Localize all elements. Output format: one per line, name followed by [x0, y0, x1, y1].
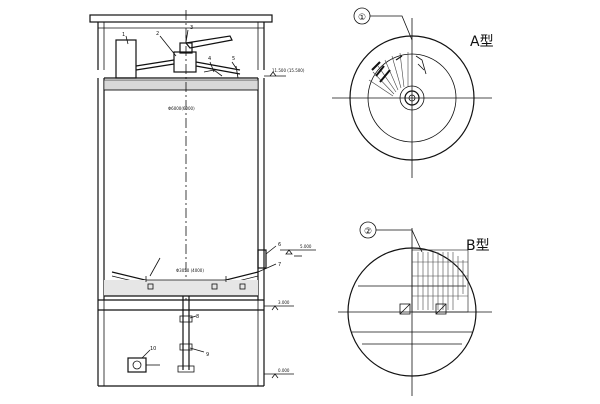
- leader-lines: [125, 29, 277, 359]
- svg-text:0.000: 0.000: [278, 368, 290, 373]
- detail-a-vanes: [368, 52, 427, 97]
- detail-a-marker: ①: [358, 13, 366, 23]
- svg-text:3.000: 3.000: [278, 300, 290, 305]
- tank-elevation: 11.500 (15.500) 5.000 3.000 0.000 Φ6000(…: [89, 10, 316, 387]
- elevation-top: 11.500 (15.500): [264, 68, 305, 77]
- part-number: 1: [122, 32, 125, 38]
- detail-b-box-left: [399, 303, 411, 315]
- cone-bottom: [104, 271, 259, 297]
- elevation-water: 5.000: [280, 244, 316, 257]
- part-number: 5: [232, 56, 235, 62]
- drive-mechanism: [104, 35, 258, 79]
- detail-a-label: A型: [470, 34, 494, 50]
- top-beam: [89, 14, 273, 23]
- diameter-cone-label: Φ3050 (4000): [176, 268, 204, 273]
- part-number: 3: [190, 25, 193, 31]
- pump: [127, 357, 160, 373]
- diameter-top-label: Φ6000(6000): [168, 106, 195, 111]
- drain-pipe: [177, 296, 195, 373]
- detail-b-box-right: [435, 303, 447, 315]
- part-number: 8: [196, 314, 199, 320]
- detail-b-label: B型: [466, 238, 490, 254]
- part-number: 10: [150, 346, 156, 352]
- part-number: 4: [208, 56, 211, 62]
- detail-a: ① A型: [332, 7, 494, 178]
- detail-b-vanes: [411, 249, 469, 313]
- detail-b: ② B型: [338, 221, 492, 396]
- top-ring-band: [103, 79, 259, 91]
- part-number: 2: [156, 31, 159, 37]
- elevation-ground: 0.000: [264, 368, 294, 379]
- svg-text:5.000: 5.000: [300, 244, 312, 249]
- svg-text:11.500 (15.500): 11.500 (15.500): [272, 68, 305, 73]
- part-number: 7: [278, 262, 281, 268]
- detail-b-marker: ②: [364, 227, 372, 237]
- elevation-floor: 3.000: [264, 300, 294, 311]
- part-number: 9: [206, 352, 209, 358]
- side-outlet: [257, 249, 267, 269]
- part-number: 6: [278, 242, 281, 248]
